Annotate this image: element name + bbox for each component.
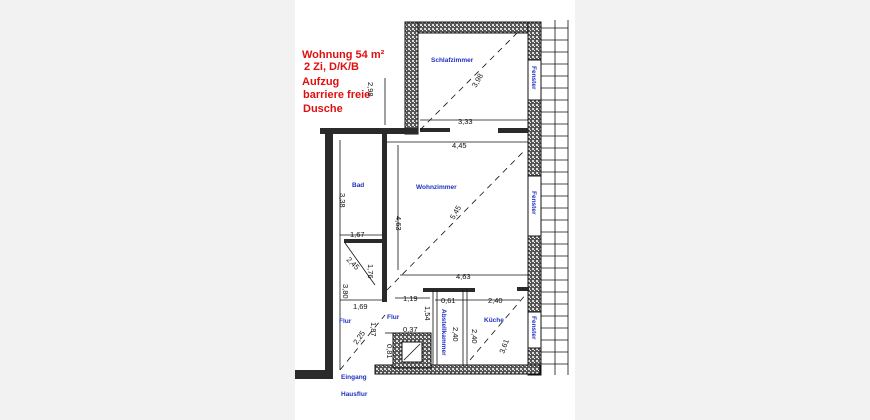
dim-label: 3,61: [497, 338, 510, 355]
dim-label: 4,63: [394, 216, 403, 231]
apartment-size-label: Wohnung 54 m²: [302, 49, 385, 61]
dim-label: 3,38: [338, 193, 347, 208]
dim-label: 2,40: [451, 327, 460, 342]
windows: [527, 59, 542, 349]
entrance-label: Eingang: [341, 374, 367, 381]
dimension-labels: 2,98 3,98 3,33 4,45 3,38 4,63 5,45 1,67 …: [338, 72, 511, 359]
dim-label: 3,80: [341, 284, 350, 299]
dim-label: 3,98: [470, 72, 485, 89]
elevator-label: Aufzug: [302, 76, 339, 88]
dim-label: 0,61: [441, 296, 456, 305]
dim-label: 2,45: [345, 255, 362, 272]
dim-label: 2,40: [470, 329, 479, 344]
dim-label: 1,19: [403, 294, 418, 303]
dim-label: 0,81: [385, 344, 394, 359]
shower-label: Dusche: [303, 103, 343, 115]
room-hall-2: Flur: [387, 314, 400, 321]
dim-label: 1,54: [423, 306, 432, 321]
window-label-2: Fenster: [530, 191, 537, 215]
dimension-lines: [339, 29, 528, 371]
dim-label: 2,40: [488, 296, 503, 305]
dim-label: 1,69: [353, 302, 368, 311]
window-label-3: Fenster: [530, 316, 537, 340]
room-storage: Abstellkammer: [440, 309, 447, 356]
dim-label: 3,33: [458, 117, 473, 126]
dim-label: 2,98: [366, 82, 375, 97]
room-bath: Bad: [352, 182, 364, 189]
stairwell-label: Hausflur: [341, 391, 368, 398]
room-count-label: 2 Zi, D/K/B: [304, 61, 359, 73]
room-living: Wohnzimmer: [416, 184, 457, 191]
room-bedroom: Schlafzimmer: [431, 57, 474, 64]
dim-label: 0,37: [403, 325, 418, 334]
dim-label: 4,63: [456, 272, 471, 281]
facade-lines: [541, 20, 569, 375]
dim-label: 1,87: [369, 322, 378, 337]
dim-label: 2,25: [351, 329, 367, 346]
window-label-1: Fenster: [530, 66, 537, 90]
dim-label: 5,45: [448, 204, 463, 221]
room-hall-1: Flur: [339, 318, 352, 325]
dim-label: 1,76: [366, 264, 375, 279]
room-kitchen: Küche: [484, 317, 504, 324]
dim-label: 4,45: [452, 141, 467, 150]
dim-label: 1,67: [350, 230, 365, 239]
barrier-free-label: barriere freie: [303, 89, 370, 101]
